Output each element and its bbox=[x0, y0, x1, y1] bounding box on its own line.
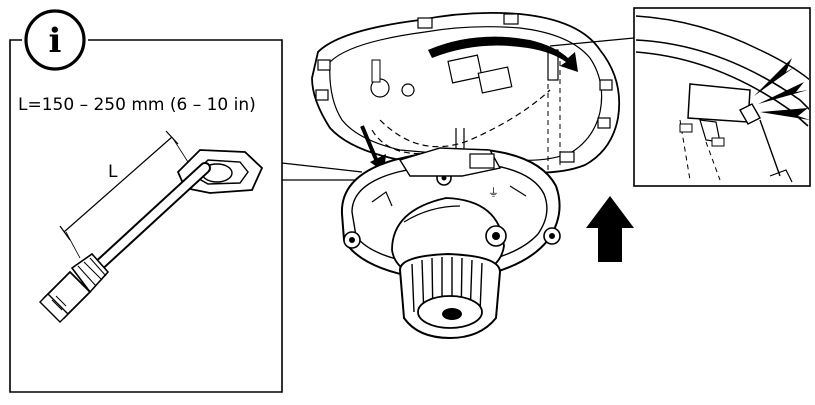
click-burst-icon bbox=[754, 58, 809, 120]
arrow-up-icon bbox=[586, 196, 634, 262]
ground-symbol: ⏚ bbox=[488, 186, 499, 199]
info-panel-frame bbox=[9, 39, 283, 393]
clip-detail-illustration bbox=[635, 15, 809, 183]
mounting-bracket bbox=[311, 11, 621, 174]
info-panel: i L=150 – 250 mm (6 – 10 in) bbox=[9, 9, 283, 393]
main-illustration: ⏚ bbox=[311, 11, 634, 340]
info-letter: i bbox=[49, 21, 62, 61]
callout-line-upper bbox=[281, 162, 363, 173]
camera-lens bbox=[442, 308, 462, 320]
connector-boot bbox=[70, 252, 110, 294]
length-dimension bbox=[59, 130, 189, 259]
camera-unit: ⏚ bbox=[340, 147, 561, 340]
detail-panel bbox=[549, 7, 811, 187]
rotation-arrow-icon bbox=[428, 36, 578, 72]
length-label: L bbox=[108, 162, 118, 182]
info-icon: i bbox=[24, 9, 86, 71]
detail-callout-line bbox=[549, 37, 635, 47]
cable-length-text: L=150 – 250 mm (6 – 10 in) bbox=[18, 95, 256, 115]
network-cable-illustration: L bbox=[39, 130, 264, 323]
